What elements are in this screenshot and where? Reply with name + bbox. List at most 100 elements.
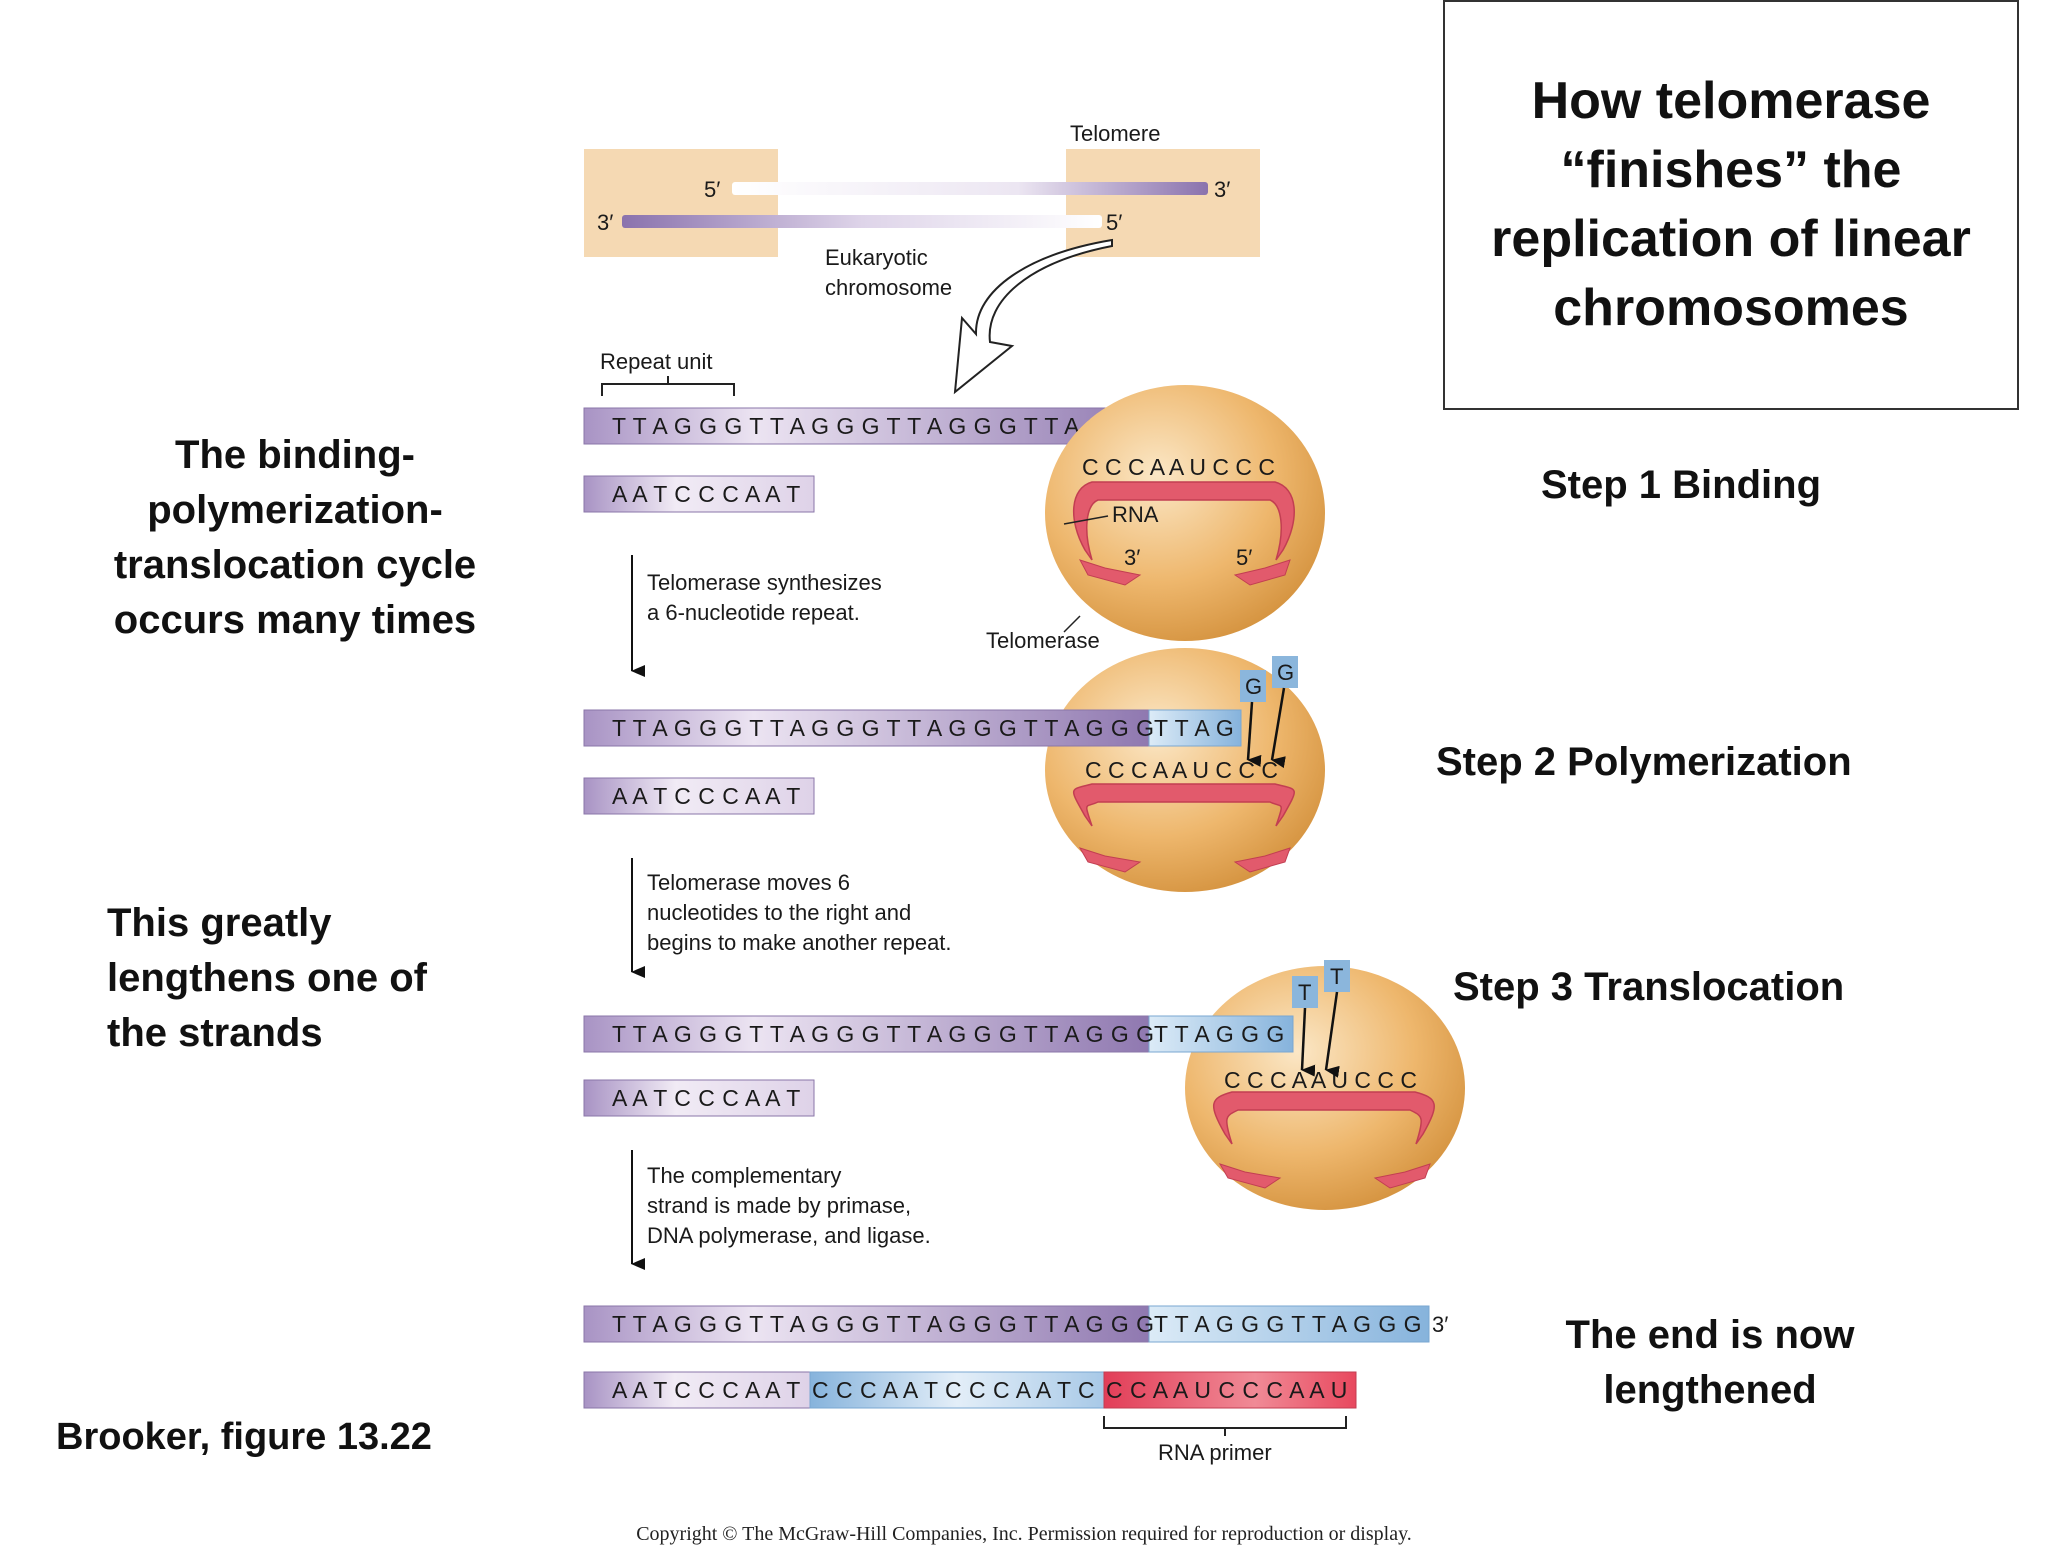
lengthens-note: This greatly lengthens one of the strand… [107,896,527,1061]
step2-top-new-sequence: T T A G [1154,715,1234,741]
step2-rna-loop [1073,783,1295,827]
step1-rna-template: C C C A A U C C C [1082,454,1275,480]
final-label-line: lengthened [1603,1368,1817,1412]
step2-top-old-strand [583,709,1150,747]
step2-rna-end-right [1233,847,1291,873]
lengthens-note-line: the strands [107,1011,323,1055]
step2-nucleotide-arrow [1246,701,1262,767]
step1-label: Step 1 Binding [1541,463,1821,507]
eukaryotic-chromosome-label: chromosome [825,275,952,300]
step2-incoming-g: G [1277,660,1294,685]
telomere-region-right [1066,149,1260,257]
final-top-old-sequence: T T A G G G T T A G G G T T A G G G T T … [612,1311,1155,1337]
telomere-label: Telomere [1070,121,1160,146]
rna-primer-bracket [1103,1416,1347,1436]
step3-top-new-sequence: T T A G G G [1154,1021,1285,1047]
caption-moves-line: begins to make another repeat. [647,930,952,955]
repeat-unit-bracket [601,376,735,396]
step1-rna-end-right [1233,559,1291,586]
chromosome-top-5-label: 5′ [704,177,720,202]
step3-rna-end-right [1373,1163,1431,1189]
step2-incoming-g-box [1272,656,1298,688]
step2-incoming-g: G [1245,674,1262,699]
chromosome-bottom-strand [622,215,1102,228]
caption-synthesizes-line: Telomerase synthesizes [647,570,882,595]
step2-bottom-sequence: A A T C C C A A T [612,783,801,809]
step2-incoming-g-box [1240,670,1266,702]
caption-complementary-line: DNA polymerase, and ligase. [647,1223,931,1248]
telomerase-label-leader [1063,615,1081,633]
cycle-note-line: translocation cycle [113,543,477,587]
step3-incoming-t-box [1292,976,1318,1008]
step1-telomerase: C C C A A U C C C RNA 3′ 5′ [1045,385,1325,641]
rna-5-label: 5′ [1236,545,1252,570]
cycle-note: The binding- polymerization- translocati… [85,428,505,648]
rna-label-leader [1063,515,1109,525]
rna-3-label: 3′ [1124,545,1140,570]
zoom-arrow [953,238,1113,395]
cycle-note-line: polymerization- [147,488,443,532]
final-bottom-new-sequence: C C C A A T C C C A A T C [812,1377,1095,1403]
final-top-new-strand [1148,1305,1430,1343]
step1-bottom-strand [583,475,815,513]
step3-bottom-sequence: A A T C C C A A T [612,1085,801,1111]
lengthens-note-line: lengthens one of [107,956,427,1000]
step2-enzyme-body [1045,648,1325,892]
step2-top-old-sequence: T T A G G G T T A G G G T T A G G G T T … [612,715,1155,741]
step3-nucleotide-arrow [1324,991,1340,1078]
final-bottom-old-sequence: A A T C C C A A T [612,1377,801,1403]
final-top-old-strand [583,1305,1150,1343]
step3-rna-loop [1213,1091,1435,1145]
rna-primer-label: RNA primer [1158,1440,1272,1465]
step3-top-new-strand [1148,1015,1294,1053]
lengthens-note-line: This greatly [107,901,332,945]
step3-top-old-strand [583,1015,1150,1053]
step3-top-old-sequence: T T A G G G T T A G G G T T A G G G T T … [612,1021,1155,1047]
caption-complementary-line: The complementary [647,1163,841,1188]
copyright-notice: Copyright © The McGraw-Hill Companies, I… [636,1523,1412,1545]
step2-rna-template: C C C A A U C C C [1085,757,1278,783]
step3-rna-template: C C C A A U C C C [1224,1067,1417,1093]
step1-rna-end-left [1078,559,1142,586]
cycle-note-line: occurs many times [113,598,477,642]
final-top-end-label: 3′ [1432,1312,1448,1337]
step2-rna-end-left [1078,847,1142,873]
final-bottom-old-strand [583,1371,811,1409]
chromosome-top-3-label: 3′ [1214,177,1230,202]
step2-top-new-strand [1148,709,1242,747]
title-box: How telomerase “finishes” the replicatio… [1443,0,2019,410]
cycle-note-line: The binding- [175,433,415,477]
rna-label: RNA [1112,502,1159,527]
step3-label: Step 3 Translocation [1453,965,1845,1009]
final-top-new-sequence: T T A G G G T T A G G G [1154,1311,1422,1337]
step3-incoming-t-box [1324,960,1350,992]
step2-bottom-strand [583,777,815,815]
caption-complementary-line: strand is made by primase, [647,1193,911,1218]
caption-moves-line: Telomerase moves 6 [647,870,850,895]
step2-nucleotide-arrow [1270,687,1286,769]
eukaryotic-chromosome-label: Eukaryotic [825,245,928,270]
step3-incoming-t: T [1330,964,1343,989]
step3-bottom-strand [583,1079,815,1117]
telomerase-label: Telomerase [986,628,1100,653]
chromosome-bottom-5-label: 5′ [1106,210,1122,235]
final-primer-sequence: C C A A U C C C A A U [1106,1377,1348,1403]
repeat-unit-label: Repeat unit [600,349,713,374]
step1-bottom-sequence: A A T C C C A A T [612,481,801,507]
telomere-region-left [584,149,778,257]
step3-incoming-t: T [1298,980,1311,1005]
step3-rna-end-left [1218,1163,1282,1189]
final-rna-primer [1103,1371,1357,1409]
caption-moves-line: nucleotides to the right and [647,900,911,925]
final-label: The end is now lengthened [1510,1308,1910,1418]
step1-top-strand [583,407,1157,445]
step3-nucleotide-arrow [1300,1007,1316,1077]
step2-label: Step 2 Polymerization [1436,740,1852,784]
figure-title: How telomerase “finishes” the replicatio… [1491,72,1971,337]
chromosome-top-strand [732,182,1208,195]
step1-rna-loop [1073,481,1295,561]
chromosome-bottom-3-label: 3′ [597,210,613,235]
step1-top-sequence: T T A G G G T T A G G G T T A G G G T T … [612,413,1155,439]
citation: Brooker, figure 13.22 [56,1416,432,1458]
